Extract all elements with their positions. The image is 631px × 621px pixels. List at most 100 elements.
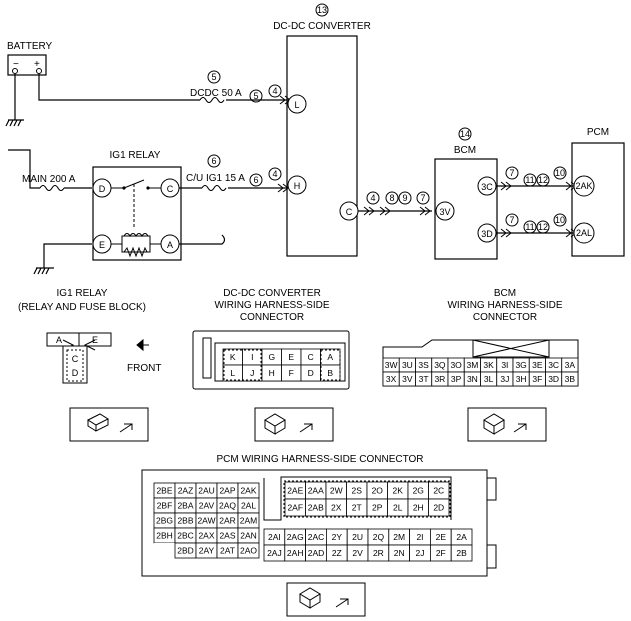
bcm-pcm-wires	[496, 185, 574, 234]
front-label: FRONT	[127, 363, 161, 374]
pin-label: 3P	[451, 374, 462, 384]
pin-label: A	[327, 352, 333, 362]
pin-label: 2Z	[332, 548, 342, 558]
bcm-box	[434, 158, 498, 260]
pin-label: 3K	[483, 360, 494, 370]
pin-label: 3O	[450, 360, 462, 370]
bcm-title: BCM	[454, 145, 476, 156]
pin-label: 2AP	[219, 486, 235, 496]
connector-cell	[237, 542, 260, 559]
pin-label: 3V	[402, 374, 413, 384]
pin-label: 2AW	[197, 516, 215, 526]
connector-arrow-icon	[379, 206, 391, 216]
pin-label: C	[308, 352, 314, 362]
ig1-box	[92, 166, 182, 261]
wire-num-11-b: 11	[525, 222, 534, 232]
wire-num-8: 8	[389, 193, 394, 203]
battery-terminal-minus	[12, 68, 18, 74]
pin-label: 2BA	[177, 501, 193, 511]
wire-num-4-upper: 4	[272, 86, 277, 96]
bcm-conn-title3: CONNECTOR	[473, 312, 537, 323]
pin-label: B	[327, 368, 333, 378]
connector-cell	[154, 543, 175, 558]
bcm: 14 BCM 3V 3C 3D	[434, 127, 498, 260]
pin-label: 2N	[394, 548, 405, 558]
pin-label: 3E	[532, 360, 543, 370]
bcm-pin-3D: 3D	[481, 229, 493, 239]
pcm-pin-2AL: 2AL	[576, 228, 592, 238]
dcdc-pin-H: H	[294, 181, 301, 191]
wire-num-7-a: 7	[420, 193, 425, 203]
pin-label: 2AX	[198, 531, 214, 541]
pin-label: 2AZ	[178, 486, 194, 496]
pin-label: 3U	[402, 360, 413, 370]
connector-cell	[561, 371, 579, 387]
pin-label: 2AU	[198, 486, 215, 496]
pin-label: 3F	[532, 374, 542, 384]
pin-label: 2AB	[308, 503, 324, 513]
dcdc-highlight	[223, 349, 262, 381]
pin-label: H	[269, 368, 275, 378]
pin-label: 3T	[419, 374, 429, 384]
pin-label: G	[268, 352, 275, 362]
pin-label: 2P	[372, 503, 383, 513]
battery: BATTERY − +	[5, 41, 296, 127]
ig1-relay: IG1 RELAY D C E A	[92, 150, 182, 261]
pin-label: 2AC	[308, 532, 325, 542]
dcdc-num: 13	[317, 5, 327, 15]
bcm-conn-title1: BCM	[494, 288, 516, 299]
ig1-pin-C: C	[167, 184, 174, 194]
pin-label: 2AS	[219, 531, 235, 541]
ig1-conn-title2: (RELAY AND FUSE BLOCK)	[18, 302, 146, 313]
battery-label: BATTERY	[7, 41, 53, 52]
pin-label: 2V	[352, 548, 363, 558]
connector-arrow-icon	[500, 181, 577, 191]
ig1-cell-C: C	[72, 354, 79, 364]
front-arrow-icon	[136, 338, 149, 352]
pin-label: 2BC	[177, 531, 194, 541]
pin-label: 2BB	[177, 516, 193, 526]
fuse-dcdc: 5 DCDC 50 A 5 4	[190, 70, 291, 105]
wire-num-12-a: 12	[538, 175, 548, 185]
pin-label: 2W	[330, 486, 343, 496]
pin-label: 3W	[385, 360, 398, 370]
pin-label: 2K	[393, 486, 404, 496]
pin-label: 3I	[501, 360, 508, 370]
dcdc-harness-connector: DC-DC CONVERTER WIRING HARNESS-SIDE CONN…	[192, 288, 350, 442]
bcm-conn-title2: WIRING HARNESS-SIDE	[447, 300, 562, 311]
svg-text:A: A	[56, 335, 62, 345]
pin-label: 2A	[456, 532, 467, 542]
pin-label: 2AN	[240, 531, 257, 541]
pin-label: 2C	[433, 486, 444, 496]
battery-plus: +	[34, 59, 40, 70]
bcm-pin-3C: 3C	[481, 182, 493, 192]
connector-arrow-icon	[419, 206, 431, 216]
fuse-dcdc-label: DCDC 50 A	[190, 88, 242, 99]
battery-ground-icon	[5, 74, 24, 127]
dcdc-highlight	[320, 349, 341, 381]
bcm-pcm-wire-labels: 7 11 12 10 7 11 12 10	[500, 166, 577, 238]
pin-label: 3M	[466, 360, 478, 370]
bcm-num: 14	[460, 129, 470, 139]
pin-label: 2Q	[373, 532, 385, 542]
pin-label: 2E	[436, 532, 447, 542]
pin-label: 2BD	[177, 546, 194, 556]
dcdc-box	[286, 35, 358, 257]
bcm-pin-3V: 3V	[439, 207, 450, 217]
fuse-cu-icon	[201, 184, 227, 192]
ig1-pin-D: D	[99, 184, 106, 194]
pin-label: 2Y	[332, 532, 343, 542]
pin-label: 2AQ	[219, 501, 236, 511]
pcm-conn-title: PCM WIRING HARNESS-SIDE CONNECTOR	[216, 454, 423, 465]
wire-num-10-b: 10	[555, 215, 565, 225]
ig1-pin-A: A	[167, 240, 173, 250]
ig1-cell-A	[46, 332, 80, 347]
pin-label: J	[250, 368, 254, 378]
dcdc-conn-title2: WIRING HARNESS-SIDE	[214, 300, 329, 311]
pin-label: E	[288, 352, 294, 362]
fuse-dcdc-num: 5	[211, 72, 216, 82]
pin-label: K	[230, 352, 236, 362]
